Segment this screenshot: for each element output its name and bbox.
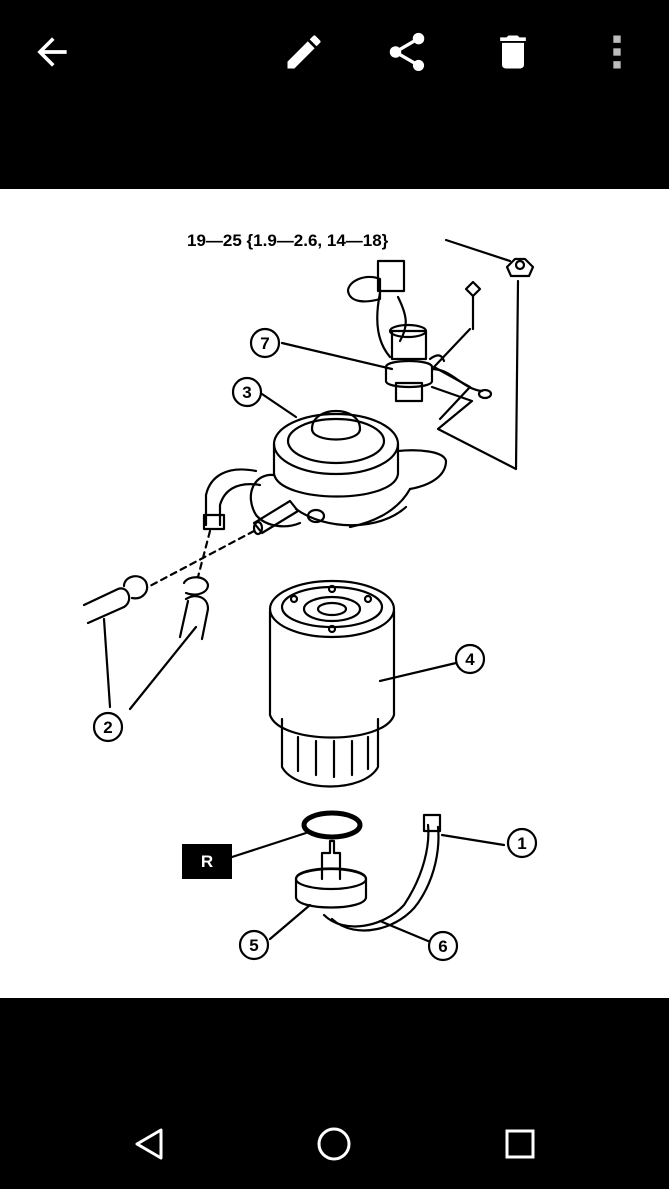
fuel-filter-exploded-diagram[interactable]: 7 3 4 2 1 5 6 19—25 {1.9—2.6, 14—18} R [0, 189, 669, 998]
callout-5-circle [238, 929, 270, 961]
nav-back-button[interactable] [117, 1118, 181, 1170]
torque-spec-label: 19—25 {1.9—2.6, 14—18} [187, 231, 389, 250]
callout-3-circle [231, 376, 263, 408]
callout-7-label: 7 [260, 334, 269, 353]
image-viewer[interactable]: 7 3 4 2 1 5 6 19—25 {1.9—2.6, 14—18} R [0, 110, 669, 1100]
callout-6-label: 6 [438, 937, 447, 956]
callout-4-label: 4 [465, 650, 475, 669]
callout-2-label: 2 [103, 718, 112, 737]
callout-7-circle [249, 327, 281, 359]
share-button[interactable] [379, 24, 435, 80]
nav-recents-square-icon [505, 1129, 535, 1159]
edit-button[interactable] [276, 24, 332, 80]
trash-icon [500, 35, 526, 69]
callout-3-label: 3 [242, 383, 251, 402]
callout-1-circle [506, 827, 538, 859]
back-button[interactable] [24, 24, 80, 80]
callout-6-circle [427, 930, 459, 962]
more-vert-icon [613, 35, 621, 69]
system-navigation-bar [0, 1100, 669, 1189]
nav-back-triangle-icon [135, 1128, 163, 1160]
pencil-icon [287, 35, 321, 69]
arrow-left-icon [37, 37, 67, 67]
callout-4-circle [454, 643, 486, 675]
diagram-canvas: 7 3 4 2 1 5 6 19—25 {1.9—2.6, 14—18} R [82, 231, 538, 962]
callout-5-label: 5 [249, 936, 258, 955]
nav-recents-button[interactable] [488, 1118, 552, 1170]
delete-button[interactable] [485, 24, 541, 80]
replace-badge-label: R [201, 852, 213, 871]
callout-2-circle [92, 711, 124, 743]
replace-badge [182, 844, 232, 879]
nav-home-circle-icon [317, 1127, 351, 1161]
more-options-button[interactable] [589, 24, 645, 80]
top-app-bar [0, 0, 669, 110]
share-icon [389, 32, 425, 72]
nav-home-button[interactable] [302, 1118, 366, 1170]
callout-1-label: 1 [517, 834, 526, 853]
